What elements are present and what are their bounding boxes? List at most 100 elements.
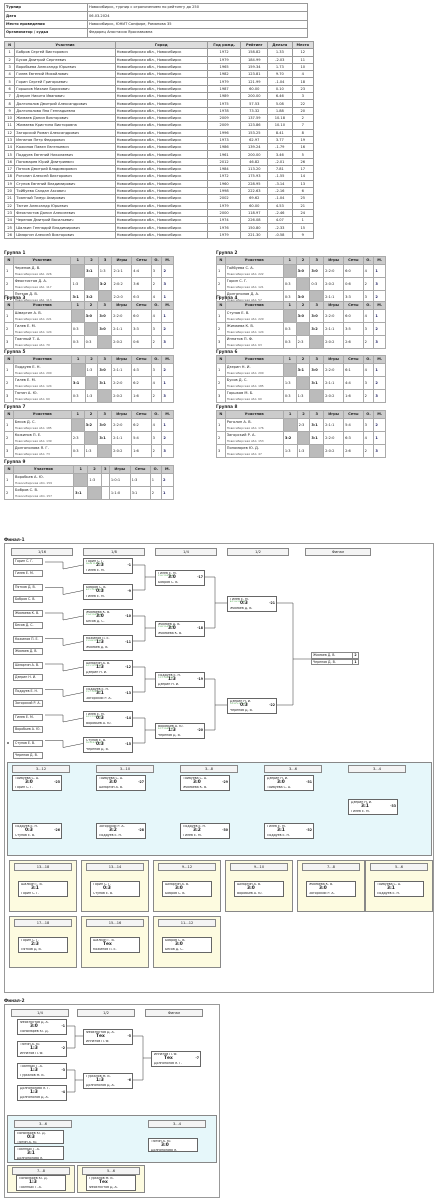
match-score: 1:3 [30, 1068, 38, 1073]
group-result: 0:3 [70, 388, 86, 403]
player-cell: 2 [291, 113, 315, 123]
bracket-entry: Гилев Е. М. [13, 714, 43, 724]
group-place: 2 [161, 321, 174, 336]
match-player-2: Гилев Е. М. [86, 594, 105, 598]
group-player-name: Долгополов Д. А. [226, 291, 260, 296]
group-player-city: Новосибирская обл. 229 [226, 316, 264, 321]
group-place: 1 [161, 417, 174, 432]
group-column-header: 3 [97, 301, 113, 310]
group-place: 2 [161, 430, 174, 445]
group-result: 3:1 [73, 485, 89, 500]
group-column-header: Игры [111, 410, 133, 419]
bracket-connector [131, 577, 146, 591]
player-cell: Роголин Алексей Викторович [14, 172, 116, 181]
player-cell: 10.18 [267, 113, 293, 123]
match-player-2: Пятков Д. В. [21, 948, 42, 951]
player-cell: 118.97 [240, 208, 269, 218]
group-sets: 3:1 [129, 485, 151, 500]
group-result [100, 485, 110, 500]
bracket-entry: Жимаева К. В. [13, 610, 43, 620]
match-score: 3:0 [193, 780, 201, 785]
group-player-city: Новосибирская обл. 226 [14, 271, 52, 276]
match-player-2: Бесов Д. С. [165, 948, 184, 951]
match-player-1: Феоктистов Д. А. [86, 1031, 115, 1034]
group-column-header: М. [161, 301, 174, 310]
group-points: 2 [362, 276, 375, 291]
group-points: 3 [150, 263, 163, 278]
match-score: 3:1 [387, 886, 395, 891]
match-score: 3:1 [96, 690, 104, 696]
match-number: -18 [197, 626, 203, 630]
final2-title: Финал-2 [4, 998, 25, 1003]
match-score: 0:3 [25, 828, 33, 833]
group-column-header: 3 [309, 410, 325, 419]
player-cell: Пятков Дмитрий Владимирович [14, 165, 116, 174]
player-cell: Новосибирская обл., Новосибирск [114, 201, 208, 210]
group-player-name: Тоанный Т. А. [14, 336, 41, 341]
match-score: 3:0 [161, 1143, 169, 1148]
group-result: 3:2 [83, 417, 99, 432]
match-score: 0:3 [240, 703, 248, 708]
group-result: 2:3 [295, 334, 311, 349]
group-result [295, 276, 311, 291]
bracket-connector [203, 678, 227, 706]
group-column-header: 2 [84, 256, 99, 265]
player-cell: Горин Сергей Григорьевич [14, 77, 116, 86]
group-column-header: 3 [309, 256, 325, 265]
group-games: 2:1:1 [323, 375, 345, 390]
group-result: 0:3 [70, 334, 85, 349]
entry-player: Гилев Е. М. [13, 570, 43, 577]
group-column-header: Игры [111, 355, 133, 364]
group-column-header: N [216, 301, 226, 310]
match-number: -28 [138, 828, 144, 832]
group-player: Дзерин Н. И.Новосибирская обл. 200 [224, 362, 284, 377]
group-player: Шмаргин А. В.Новосибирская обл. 221 [12, 308, 72, 323]
group-result [84, 375, 99, 390]
group-place: 1 [161, 375, 174, 390]
match-score: Тех [96, 1034, 105, 1039]
player-cell: Воробьева Александр Юрьевич [14, 62, 116, 72]
player-cell: 7.81 [267, 165, 293, 174]
match-player-2: Поддуев Е. Н. [267, 834, 290, 837]
group-points: 2 [362, 334, 375, 349]
column-header: N [3, 40, 16, 50]
bracket-entry: Дзерин Н. И. [13, 674, 43, 684]
group-column-header: О. [149, 465, 162, 474]
group-player: Тютин А. Ю.Новосибирская обл. 60 [12, 388, 72, 403]
group-sets: 3:3 [131, 321, 152, 336]
match-player-2: Гуркалов М. В. [20, 1074, 45, 1077]
player-cell: 2 [3, 55, 16, 64]
group-result: 0:3 [282, 321, 297, 336]
entry-player: Пятков Д. В. [13, 584, 43, 591]
final-row: Жимаев Д. В.2 [311, 652, 359, 659]
match-score: 3:0 [247, 886, 255, 891]
group-column-header: 2 [295, 355, 311, 364]
group-seed: 2 [4, 430, 14, 445]
player-cell: Бобров Сергей Викторович [14, 48, 116, 57]
group-games: 2:0:2 [323, 388, 345, 403]
player-cell: 1978 [206, 106, 242, 115]
group-result: 3:0 [295, 308, 311, 323]
player-cell: 121.99 [240, 77, 269, 86]
group-column-header: 3 [97, 355, 113, 364]
group-points: 2 [149, 485, 162, 500]
match-player-1: Пономарев Ю. Д. [17, 1132, 46, 1135]
match-player-2: Тютин А. Ю. [17, 1141, 38, 1144]
info-key: Место проведения [4, 19, 88, 30]
group-sets: 0:6 [131, 334, 152, 349]
bracket-connector [275, 602, 311, 660]
